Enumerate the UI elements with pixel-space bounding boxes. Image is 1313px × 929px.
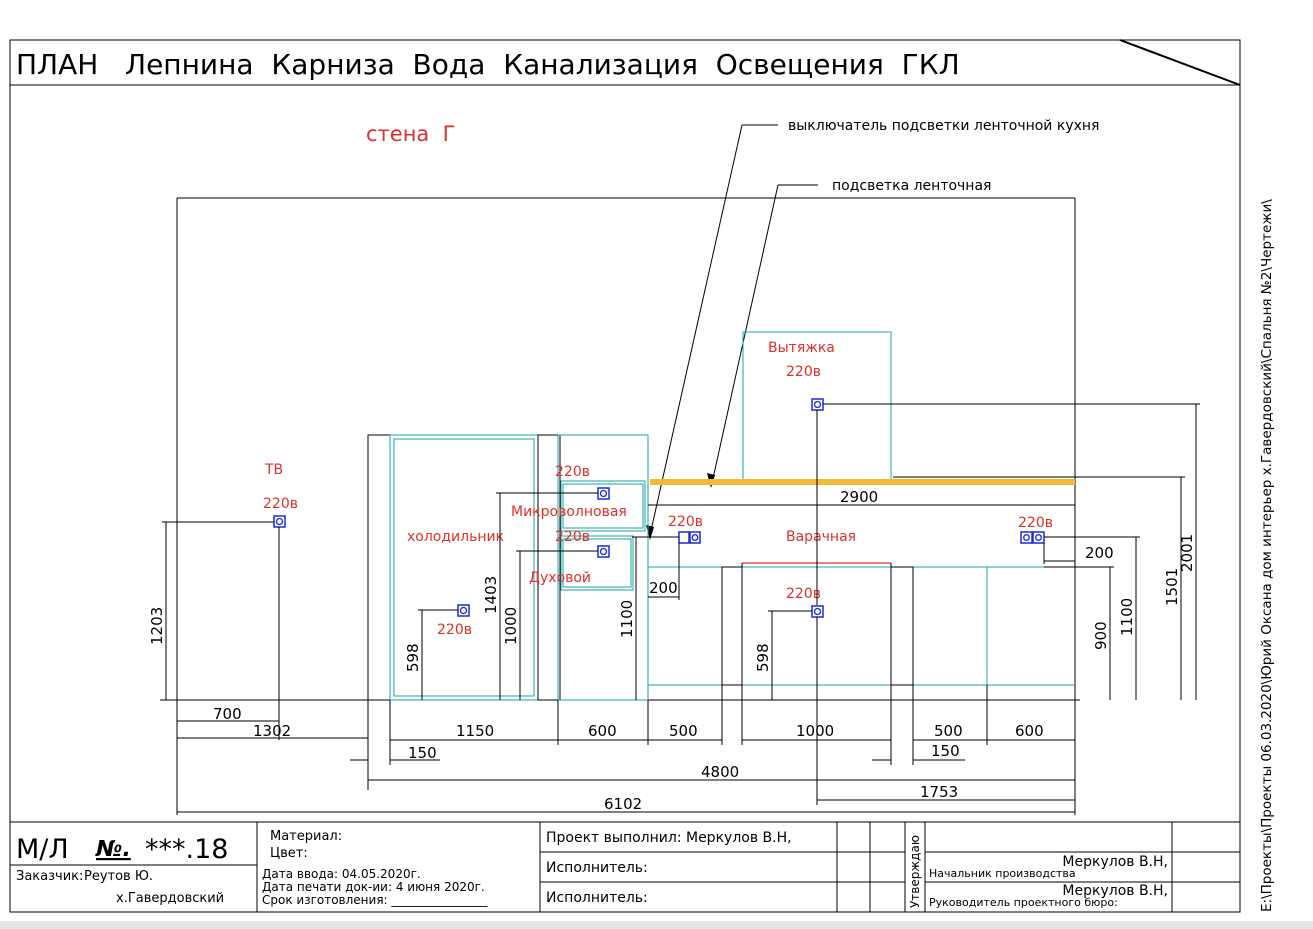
socket-icon-tv xyxy=(273,515,286,528)
bottom-band xyxy=(0,921,1313,929)
material-label: Материал: xyxy=(270,829,342,844)
dim-2001: 2001 xyxy=(1178,534,1196,572)
dim-1753: 1753 xyxy=(920,783,958,801)
approve-label: Утверждаю xyxy=(908,835,922,908)
fridge-voltage-label: 220в xyxy=(437,622,472,638)
customer-place: х.Гавердовский xyxy=(116,891,224,906)
led-strip xyxy=(650,479,1075,485)
cooktop-label: Варачная xyxy=(786,529,856,545)
signer-1-role: Начальник производства xyxy=(929,867,1076,880)
dim-600-b: 600 xyxy=(1015,722,1044,740)
dim-4800: 4800 xyxy=(701,763,739,781)
socket-icon-backsplash xyxy=(678,531,701,544)
executor-1: Исполнитель: xyxy=(546,860,648,876)
executor-2: Исполнитель: xyxy=(546,890,648,906)
tv-voltage-label: 220в xyxy=(263,496,298,512)
customer-label: Заказчик: xyxy=(16,869,83,884)
dim-900: 900 xyxy=(1092,621,1110,650)
fridge-label: холодильник xyxy=(407,529,504,545)
ml-number-value: ***.18 xyxy=(145,834,228,865)
date-in: Дата ввода: 04.05.2020г. xyxy=(262,867,421,881)
dim-6102: 6102 xyxy=(604,795,642,813)
dim-1100-b: 1100 xyxy=(1118,598,1136,636)
signer-2-name: Меркулов В.Н, xyxy=(1062,883,1168,899)
fridge-cabinet xyxy=(367,434,561,701)
color-label: Цвет: xyxy=(270,846,308,861)
strip-callout-text: подсветка ленточная xyxy=(832,178,991,194)
dimension-lines xyxy=(162,403,1200,815)
deadline: Срок изготовления: ________________ xyxy=(262,893,488,907)
socket-icon-microwave xyxy=(597,487,610,500)
dim-1000-v: 1000 xyxy=(502,607,520,645)
dim-1501: 1501 xyxy=(1163,568,1181,606)
hood-voltage-label: 220в xyxy=(786,364,821,380)
socket-icon-hood xyxy=(811,398,824,411)
oven-voltage-label: 220в xyxy=(555,529,590,545)
ml-label: М/Л xyxy=(16,834,69,865)
tv-label: ТВ xyxy=(264,462,283,478)
lower-cabinets xyxy=(648,562,1075,686)
dim-1403: 1403 xyxy=(482,576,500,614)
customer-name: Реутов Ю. xyxy=(84,869,153,884)
dim-150-b: 150 xyxy=(931,742,960,760)
project-by: Проект выполнил: Меркулов В.Н, xyxy=(546,830,792,846)
signer-2-role: Руководитель проектного бюро: xyxy=(929,896,1118,909)
dim-598-a: 598 xyxy=(404,643,422,672)
signer-1-name: Меркулов В.Н, xyxy=(1062,854,1168,870)
socket-icon-fridge xyxy=(457,604,470,617)
switch-callout-text: выключатель подсветки ленточной кухня xyxy=(788,118,1099,134)
hood-label: Вытяжка xyxy=(768,340,835,356)
dim-598-b: 598 xyxy=(754,643,772,672)
appliance-labels: ТВ 220в холодильник 220в 220в Микроволно… xyxy=(263,340,1053,638)
dim-200-b: 200 xyxy=(1085,544,1114,562)
dimension-values: 700 1302 1150 600 500 1000 500 600 150 1… xyxy=(148,488,1196,813)
right-voltage-label: 220в xyxy=(1018,515,1053,531)
cooktop-voltage-label: 220в xyxy=(786,586,821,602)
sheet-frame xyxy=(9,39,1241,913)
dim-700: 700 xyxy=(213,705,242,723)
microwave-voltage-label: 220в xyxy=(555,464,590,480)
dim-1302: 1302 xyxy=(253,722,291,740)
dim-1203: 1203 xyxy=(148,607,166,645)
wall-label: стена Г xyxy=(366,122,455,146)
dim-600-a: 600 xyxy=(588,722,617,740)
microwave-label: Микроволновая xyxy=(511,504,627,520)
socket-icon-cooktop xyxy=(811,605,824,618)
strip-callout: подсветка ленточная xyxy=(707,178,991,488)
dim-200-a: 200 xyxy=(649,579,678,597)
dim-500-a: 500 xyxy=(669,722,698,740)
plan-title: ПЛАН Лепнина Карниза Вода Канализация Ос… xyxy=(16,48,960,81)
dim-1000: 1000 xyxy=(796,722,834,740)
dim-2900: 2900 xyxy=(840,488,878,506)
date-print: Дата печати док-ии: 4 июня 2020г. xyxy=(262,880,485,894)
dim-150-a: 150 xyxy=(408,744,437,762)
socket-icon-oven xyxy=(597,545,610,558)
dim-1100-a: 1100 xyxy=(618,600,636,638)
title-block xyxy=(10,821,1240,912)
file-path-label: E:\Проекты\Проекты 06.03.2020\Юрий Оксан… xyxy=(1259,199,1275,912)
dim-500-b: 500 xyxy=(934,722,963,740)
socket-icon-right xyxy=(1020,531,1045,544)
dim-1150: 1150 xyxy=(456,722,494,740)
backsplash-voltage-label: 220в xyxy=(668,514,703,530)
oven-label: Духовой xyxy=(529,570,591,586)
appliance-column xyxy=(557,434,649,701)
ml-number-label: №. xyxy=(95,837,131,862)
